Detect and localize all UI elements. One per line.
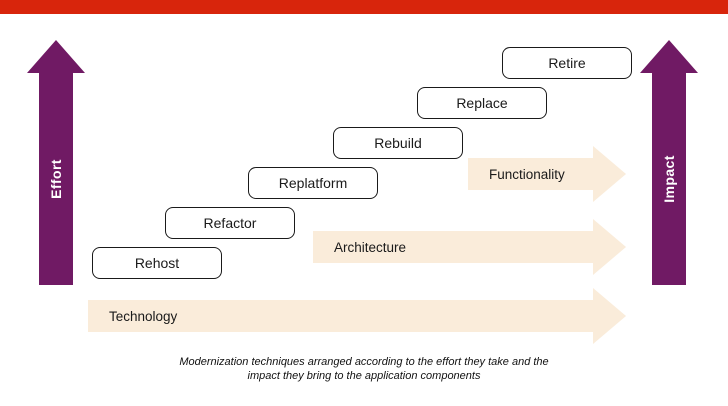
functionality-arrow-body: Functionality xyxy=(468,158,593,190)
technique-box-rebuild: Rebuild xyxy=(333,127,463,159)
impact-axis-label: Impact xyxy=(661,155,677,203)
effort-axis-label: Effort xyxy=(47,159,64,199)
technique-box-replace: Replace xyxy=(417,87,547,119)
architecture-arrowhead-icon xyxy=(593,219,626,275)
technology-arrow-body: Technology xyxy=(88,300,593,332)
technique-box-rehost: Rehost xyxy=(92,247,222,279)
technique-box-refactor: Refactor xyxy=(165,207,295,239)
effort-label-container: Effort xyxy=(27,73,85,285)
technique-box-replatform: Replatform xyxy=(248,167,378,199)
functionality-dimension-arrow: Functionality xyxy=(468,146,626,202)
architecture-dimension-arrow: Architecture xyxy=(313,219,626,275)
technology-dimension-arrow: Technology xyxy=(88,288,626,344)
impact-axis-arrow: Impact xyxy=(640,40,698,285)
functionality-arrowhead-icon xyxy=(593,146,626,202)
technology-arrowhead-icon xyxy=(593,288,626,344)
effort-arrowhead-icon xyxy=(27,40,85,73)
impact-arrowhead-icon xyxy=(640,40,698,73)
architecture-arrow-body: Architecture xyxy=(313,231,593,263)
caption-line-1: Modernization techniques arranged accord… xyxy=(179,356,549,368)
diagram-caption: Modernization techniques arranged accord… xyxy=(0,356,728,383)
effort-axis-arrow: Effort xyxy=(27,40,85,285)
caption-line-2: impact they bring to the application com… xyxy=(247,369,481,382)
impact-arrow-shaft xyxy=(652,73,686,285)
technique-box-retire: Retire xyxy=(502,47,632,79)
effort-arrow-shaft xyxy=(39,73,73,285)
impact-label-container: Impact xyxy=(640,73,698,285)
top-accent-bar xyxy=(0,0,728,14)
